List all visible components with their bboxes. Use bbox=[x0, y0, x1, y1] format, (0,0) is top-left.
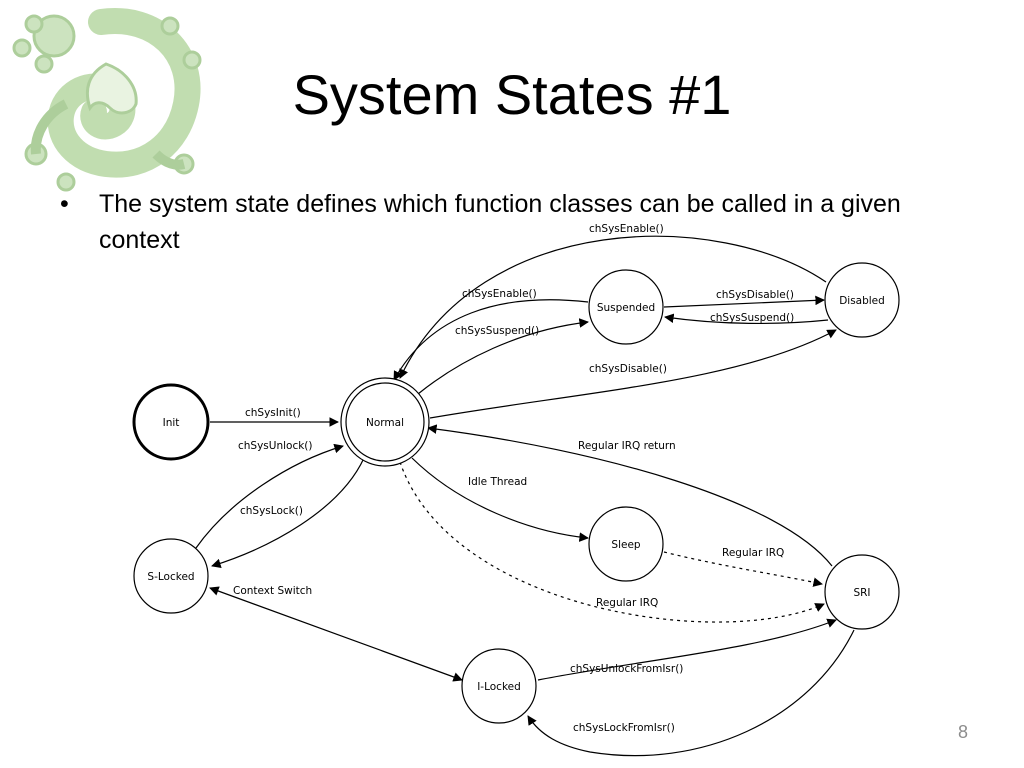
state-label: Sleep bbox=[611, 539, 641, 551]
edge-sri-to-ilocked bbox=[527, 629, 855, 757]
edge-slocked-to-normal bbox=[195, 443, 344, 549]
edge-suspended-to-normal bbox=[393, 299, 589, 381]
edge-label: chSysUnlockFromIsr() bbox=[570, 663, 683, 675]
edge-normal-to-sleep bbox=[411, 457, 589, 542]
edge-sleep-to-sri bbox=[663, 551, 823, 587]
gecko-logo-icon bbox=[12, 8, 202, 192]
page-number: 8 bbox=[957, 722, 968, 742]
state-label: Suspended bbox=[597, 302, 655, 314]
edge-label: Regular IRQ bbox=[722, 547, 784, 559]
edge-label: chSysLockFromIsr() bbox=[573, 722, 675, 734]
state-suspended: Suspended bbox=[588, 269, 664, 345]
edge-label: chSysDisable() bbox=[589, 363, 667, 375]
state-label: S-Locked bbox=[147, 571, 194, 583]
edge-sri-to-normal bbox=[427, 424, 833, 567]
edge-context-switch bbox=[209, 586, 463, 682]
edge-label: chSysUnlock() bbox=[238, 440, 313, 452]
edge-normal-to-slocked bbox=[211, 457, 365, 569]
edge-label: chSysInit() bbox=[245, 407, 301, 419]
edge-label: chSysSuspend() bbox=[710, 312, 794, 324]
state-init: Init bbox=[132, 383, 210, 461]
edge-label: Regular IRQ bbox=[596, 597, 658, 609]
edge-label: chSysEnable() bbox=[462, 288, 537, 300]
edge-disabled-to-suspended bbox=[664, 313, 829, 325]
state-label: Init bbox=[163, 417, 180, 429]
edge-normal-to-suspended bbox=[417, 318, 589, 395]
edge-label: chSysEnable() bbox=[589, 223, 664, 235]
edge-label: Idle Thread bbox=[468, 476, 527, 488]
state-normal: Normal bbox=[340, 377, 430, 467]
state-label: SRI bbox=[853, 587, 870, 599]
edge-ilocked-to-sri bbox=[537, 618, 837, 681]
bullet-icon: • bbox=[60, 190, 69, 218]
edge-label: chSysDisable() bbox=[716, 289, 794, 301]
edge-normal-to-disabled bbox=[429, 329, 837, 419]
edge-label: chSysLock() bbox=[240, 505, 303, 517]
edge-label: chSysSuspend() bbox=[455, 325, 539, 337]
state-label: I-Locked bbox=[477, 681, 521, 693]
bullet-text: The system state defines which function … bbox=[99, 190, 901, 254]
state-i-locked: I-Locked bbox=[461, 648, 537, 724]
edge-normal-to-sri bbox=[399, 461, 825, 623]
state-label: Normal bbox=[366, 417, 404, 429]
state-sri: SRI bbox=[824, 554, 900, 630]
state-label: Disabled bbox=[839, 295, 885, 307]
slide-title: System States #1 bbox=[292, 63, 732, 126]
state-sleep: Sleep bbox=[588, 506, 664, 582]
edge-suspended-to-disabled bbox=[663, 295, 825, 308]
state-s-locked: S-Locked bbox=[133, 538, 209, 614]
edge-label: Context Switch bbox=[233, 585, 312, 597]
edge-label: Regular IRQ return bbox=[578, 440, 676, 452]
edge-disabled-to-normal bbox=[399, 235, 827, 379]
state-disabled: Disabled bbox=[824, 262, 900, 338]
